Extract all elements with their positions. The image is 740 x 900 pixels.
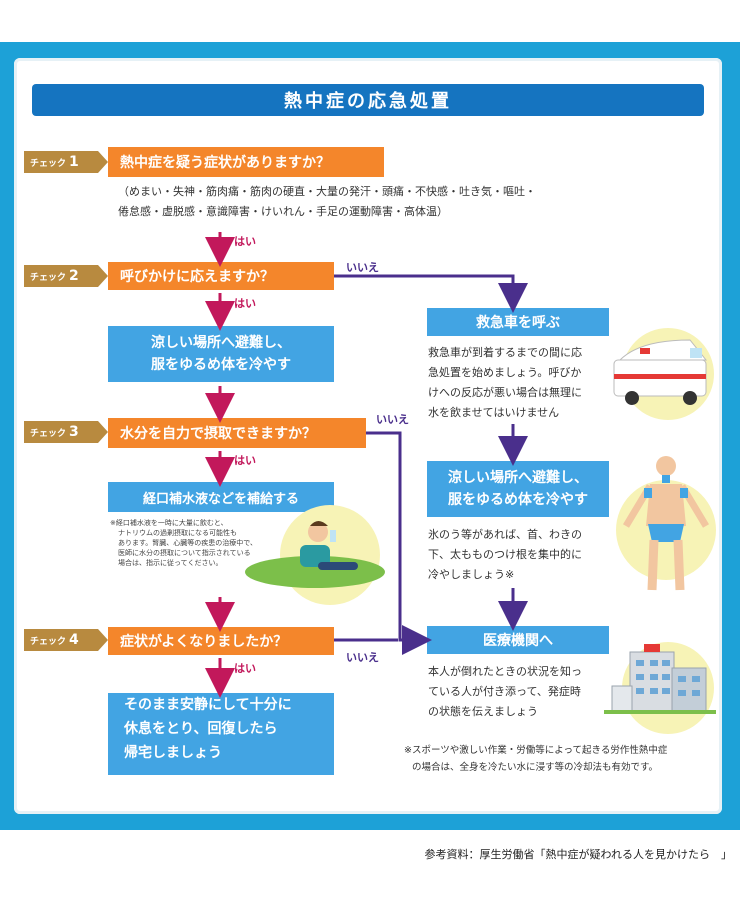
right-cool-box: 涼しい場所へ避難し、 服をゆるめ体を冷やす: [427, 461, 609, 517]
hospital-text-line: 本人が倒れたときの状況を知っ: [428, 665, 582, 678]
symptoms-line: （めまい・失神・筋肉痛・筋肉の硬直・大量の発汗・頭痛・不快感・吐き気・嘔吐・: [118, 185, 536, 198]
no-arrow-2: [334, 274, 528, 313]
yes-label-3: はい: [234, 454, 256, 467]
page-title: 熱中症の応急処置: [32, 84, 704, 116]
check-prefix: チェック: [30, 158, 67, 169]
left-cool-box: 涼しい場所へ避難し、 服をゆるめ体を冷やす: [108, 326, 334, 382]
left-cool-line: 涼しい場所へ避難し、: [151, 335, 291, 351]
symptoms-line: 倦怠感・虚脱感・意識障害・けいれん・手足の運動障害・高体温）: [118, 205, 448, 218]
body-icon: [616, 456, 716, 591]
hospital-icon: [604, 642, 716, 734]
fluid-note-line: ※経口補水液を一時に大量に飲むと、: [110, 519, 228, 527]
ambulance-text: 救急車が到着するまでの間に応 急処置を始めましょう。呼びか けへの反応が悪い場合…: [428, 343, 618, 423]
yes-label-1: はい: [234, 235, 256, 248]
check-number: 2: [69, 268, 79, 284]
rest-line: そのまま安静にして十分に: [124, 697, 292, 713]
fluid-box: 経口補水液などを補給する: [108, 482, 334, 512]
ambulance-text-line: けへの反応が悪い場合は無理に: [428, 386, 582, 399]
ambulance-icon: [613, 328, 714, 420]
hospital-text: 本人が倒れたときの状況を知っ ている人が付き添って、発症時 の状態を伝えましょう: [428, 662, 618, 722]
no-label-2: いいえ: [346, 261, 379, 274]
left-cool-line: 服をゆるめ体を冷やす: [151, 357, 291, 373]
rest-box: そのまま安静にして十分に 休息をとり、回復したら 帰宅しましょう: [108, 693, 334, 775]
ambulance-text-line: 水を飲ませてはいけません: [428, 406, 560, 419]
fluid-note: ※経口補水液を一時に大量に飲むと、 ナトリウムの過剰摂取になる可能性も あります…: [110, 518, 310, 568]
ambulance-text-line: 急処置を始めましょう。呼びか: [428, 366, 582, 379]
ambulance-text-line: 救急車が到着するまでの間に応: [428, 346, 582, 359]
hospital-box: 医療機関へ: [427, 626, 609, 654]
right-cool-text-line: 冷やしましょう※: [428, 568, 515, 581]
fluid-note-line: ナトリウムの過剰摂取になる可能性も: [118, 529, 237, 537]
check-prefix: チェック: [30, 636, 67, 647]
right-cool-text-line: 下、太もものつけ根を集中的に: [428, 548, 582, 561]
check-1-question: 熱中症を疑う症状がありますか？: [108, 147, 384, 177]
footnote-line: ※スポーツや激しい作業・労働等によって起きる労作性熱中症: [404, 745, 668, 756]
no-label-3: いいえ: [376, 413, 409, 426]
hospital-text-line: ている人が付き添って、発症時: [428, 685, 581, 698]
rest-line: 休息をとり、回復したら: [124, 721, 278, 737]
check-number: 4: [69, 632, 79, 648]
source-citation: 参考資料：厚生労働省「熱中症が疑われる人を見かけたら 」: [424, 848, 732, 861]
fluid-note-line: あります。腎臓、心臓等の疾患の治療中で、: [118, 539, 258, 547]
right-cool-text-line: 氷のう等があれば、首、わきの: [428, 528, 582, 541]
yes-label-2: はい: [234, 297, 256, 310]
check-3-question: 水分を自力で摂取できますか？: [108, 418, 366, 448]
fluid-note-line: 場合は、指示に従ってください。: [118, 559, 223, 567]
footnote-line: の場合は、全身を冷たい水に浸す等の冷却法も有効です。: [412, 762, 659, 773]
check-prefix: チェック: [30, 272, 67, 283]
no-arrow-3: [366, 431, 432, 655]
symptoms-list: （めまい・失神・筋肉痛・筋肉の硬直・大量の発汗・頭痛・不快感・吐き気・嘔吐・ 倦…: [118, 182, 538, 222]
right-cool-text: 氷のう等があれば、首、わきの 下、太もものつけ根を集中的に 冷やしましょう※: [428, 525, 618, 585]
check-number: 1: [69, 154, 79, 170]
footnote: ※スポーツや激しい作業・労働等によって起きる労作性熱中症 の場合は、全身を冷たい…: [404, 742, 724, 776]
yes-label-4: はい: [234, 662, 256, 675]
check-prefix: チェック: [30, 428, 67, 439]
check-number: 3: [69, 424, 79, 440]
right-cool-line: 服をゆるめ体を冷やす: [448, 492, 588, 508]
hospital-text-line: の状態を伝えましょう: [428, 705, 538, 718]
fluid-note-line: 医師に水分の摂取について指示されている: [118, 549, 251, 557]
rest-line: 帰宅しましょう: [124, 745, 222, 761]
no-label-4: いいえ: [346, 651, 379, 664]
drinking-person-icon: [245, 505, 385, 605]
right-cool-line: 涼しい場所へ避難し、: [448, 470, 588, 486]
